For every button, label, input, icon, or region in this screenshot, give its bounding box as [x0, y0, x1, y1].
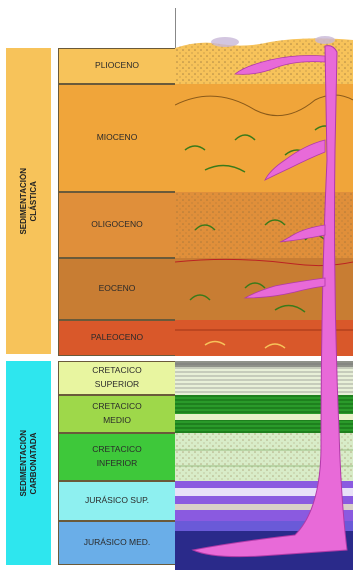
band-carbonate: SEDIMENTACIÓN CARBONATADA — [6, 361, 51, 565]
epoch-jurassic-upper: JURÁSICO SUP. — [58, 481, 176, 521]
epoch-cretaceous-lower: CRETACICO INFERIOR — [58, 433, 176, 481]
band-clastic: SEDIMENTACIÓN CLÁSTICA — [6, 48, 51, 354]
geological-cross-section — [175, 30, 353, 570]
epoch-eocene: EOCENO — [58, 258, 176, 320]
epoch-cretaceous-upper: CRETACICO SUPERIOR — [58, 361, 176, 395]
epoch-pliocene: PLIOCENO — [58, 48, 176, 84]
band-carbonate-label: SEDIMENTACIÓN CARBONATADA — [19, 430, 39, 497]
epoch-cretaceous-middle: CRETACICO MEDIO — [58, 395, 176, 433]
epoch-oligocene: OLIGOCENO — [58, 192, 176, 258]
epoch-jurassic-middle: JURÁSICO MED. — [58, 521, 176, 565]
epoch-miocene: MIOCENO — [58, 84, 176, 192]
epoch-paleocene: PALEOCENO — [58, 320, 176, 356]
band-clastic-label: SEDIMENTACIÓN CLÁSTICA — [19, 168, 39, 235]
